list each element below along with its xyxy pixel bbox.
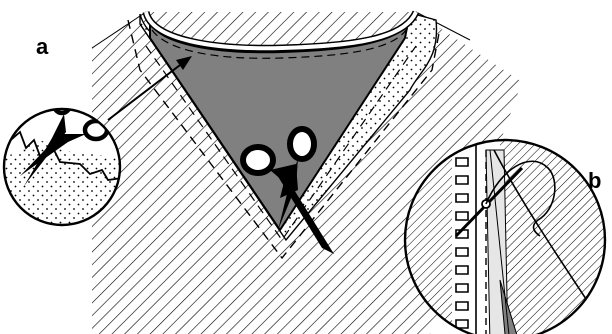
zipper-teeth [452,150,472,334]
callout-label-b: b [588,170,601,192]
callout-label-a: a [36,36,48,58]
